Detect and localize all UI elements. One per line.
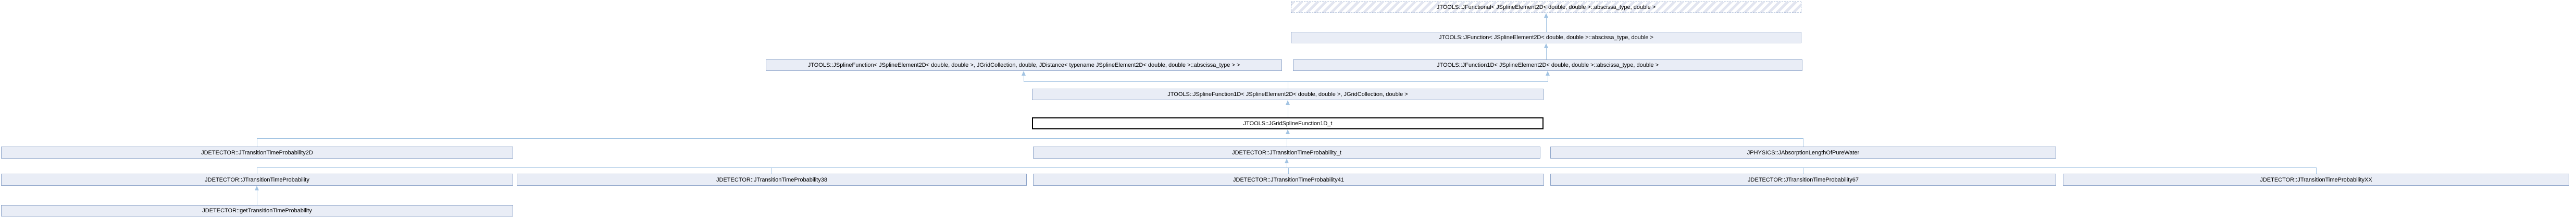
edge-line [1288, 167, 1289, 174]
node-jtools-jfunction[interactable]: JTOOLS::JFunction< JSplineElement2D< dou… [1291, 32, 1801, 43]
node-jdetector-jtransitiontimeprobability38[interactable]: JDETECTOR::JTransitionTimeProbability38 [517, 174, 1027, 186]
node-jtools-jfunction1d[interactable]: JTOOLS::JFunction1D< JSplineElement2D< d… [1293, 59, 1802, 71]
arrowhead-up [1286, 100, 1290, 105]
edge-line [257, 138, 1803, 139]
edge-line [257, 167, 2316, 168]
edge-line [1024, 81, 1548, 82]
arrowhead-up [255, 186, 259, 190]
node-jdetector-jtransitiontimeprobability41[interactable]: JDETECTOR::JTransitionTimeProbability41 [1033, 174, 1544, 186]
node-jdetector-jtransitiontimeprobability67[interactable]: JDETECTOR::JTransitionTimeProbability67 [1550, 174, 2056, 186]
edge-line [771, 167, 772, 174]
arrowhead-up [1022, 71, 1026, 76]
node-jtools-jfunctional: JTOOLS::JFunctional< JSplineElement2D< d… [1291, 2, 1801, 13]
node-jdetector-jtransitiontimeprobability2d[interactable]: JDETECTOR::JTransitionTimeProbability2D [1, 147, 513, 159]
arrowhead-up [1285, 159, 1289, 163]
node-jtools-jsplinefunction1d[interactable]: JTOOLS::JSplineFunction1D< JSplineElemen… [1032, 89, 1544, 100]
arrowhead-up [1546, 71, 1550, 76]
arrowhead-up [1544, 13, 1548, 18]
node-jdetector-gettransitiontimeprobability[interactable]: JDETECTOR::getTransitionTimeProbability [1, 205, 513, 216]
node-jdetector-jtransitiontimeprobability[interactable]: JDETECTOR::JTransitionTimeProbability [1, 174, 513, 186]
node-jphysics-jabsorptionlengthofpurewater[interactable]: JPHYSICS::JAbsorptionLengthOfPureWater [1550, 147, 2056, 159]
edge-line [2316, 167, 2317, 174]
node-jtools-jgridsplinefunction1d-t: JTOOLS::JGridSplineFunction1D_t [1032, 117, 1544, 129]
arrowhead-up [1286, 129, 1290, 134]
node-jdetector-jtransitiontimeprobability-t[interactable]: JDETECTOR::JTransitionTimeProbability_t [1033, 147, 1540, 159]
node-jdetector-jtransitiontimeprobabilityxx[interactable]: JDETECTOR::JTransitionTimeProbabilityXX [2063, 174, 2569, 186]
arrowhead-up [1544, 43, 1548, 48]
edge-line [1546, 47, 1547, 59]
node-jtools-jsplinefunction[interactable]: JTOOLS::JSplineFunction< JSplineElement2… [766, 59, 1282, 71]
edge-line [1546, 17, 1547, 32]
